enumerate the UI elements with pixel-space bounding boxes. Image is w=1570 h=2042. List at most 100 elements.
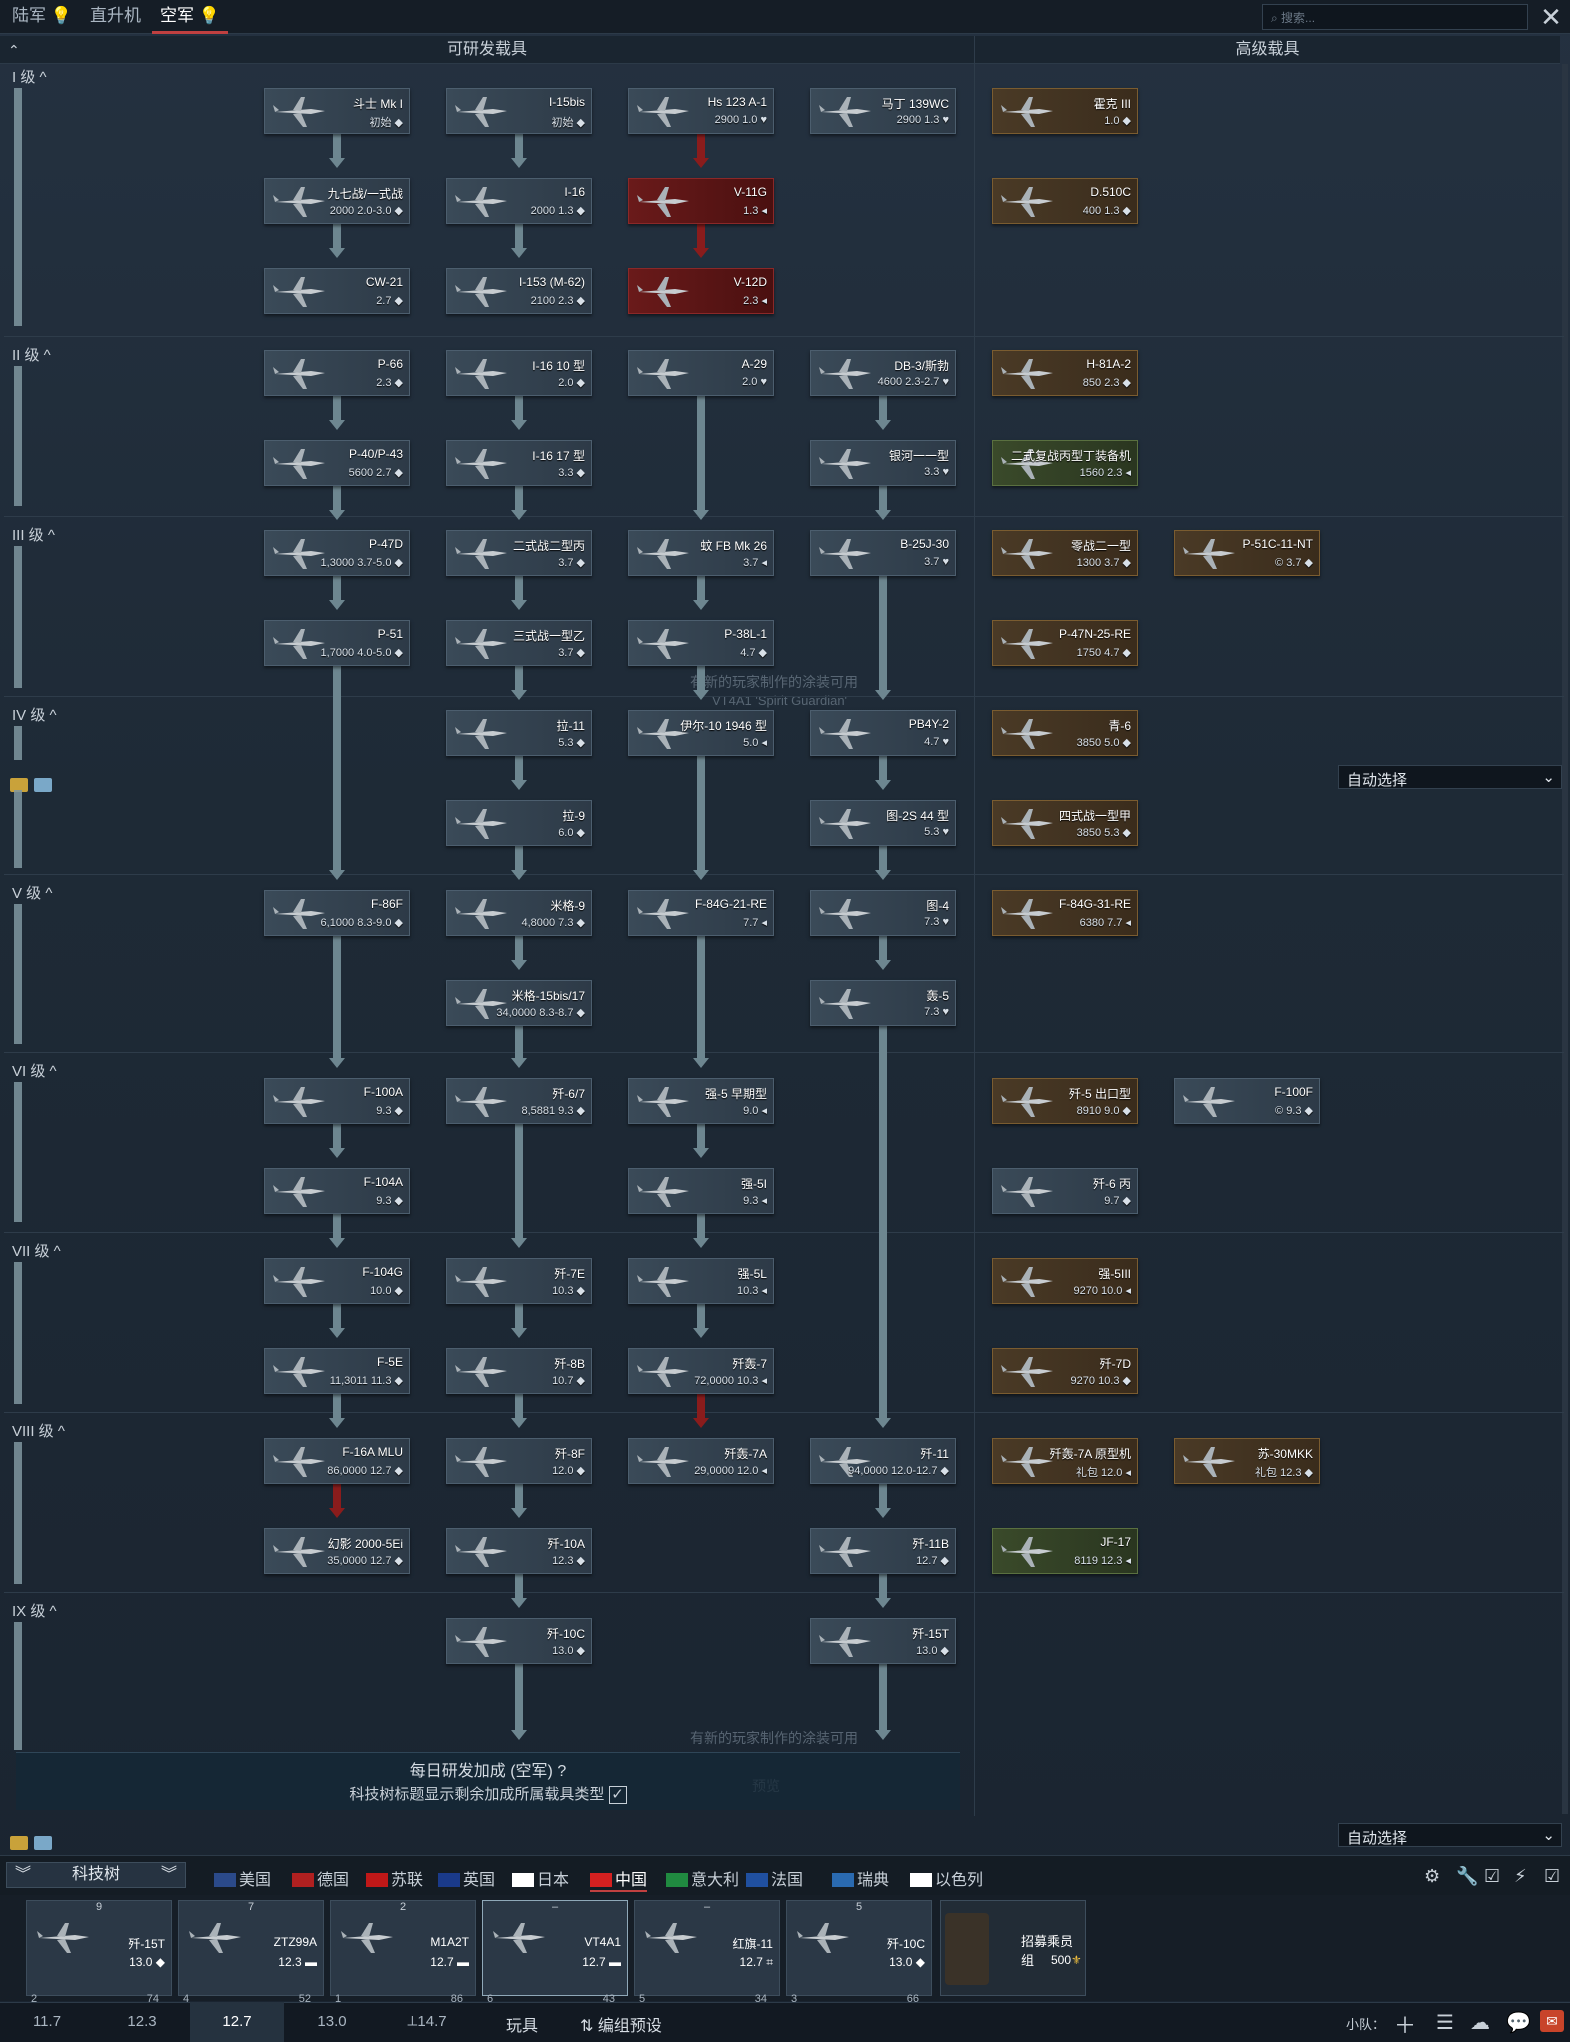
- vehicle-card[interactable]: P-51C-11-NT© 3.7 ◆: [1174, 530, 1320, 576]
- rank-label[interactable]: VIII 级 ^: [12, 1423, 65, 1440]
- auto-select-dropdown-2[interactable]: 自动选择⌄: [1338, 1823, 1562, 1847]
- toys-button[interactable]: 玩具: [506, 2018, 539, 2035]
- list-icon[interactable]: ☰: [1436, 2012, 1454, 2034]
- vehicle-card[interactable]: I-153 (M-62)2100 2.3 ◆: [446, 268, 592, 314]
- check-icon[interactable]: ☑: [1544, 1866, 1561, 1886]
- tab-helicopter[interactable]: 直升机: [90, 6, 141, 25]
- br-tab[interactable]: 11.7: [32, 2013, 62, 2030]
- gear-icon[interactable]: ⚙: [1424, 1866, 1441, 1886]
- tab-aviation[interactable]: 空军 💡: [152, 0, 228, 34]
- rank-label[interactable]: IX 级 ^: [12, 1603, 57, 1620]
- nation-tab[interactable]: 苏联: [366, 1866, 423, 1890]
- rank-label[interactable]: VII 级 ^: [12, 1243, 61, 1260]
- tech-tree-button[interactable]: ︾科技树︾: [6, 1862, 186, 1888]
- br-tab[interactable]: ⟂14.7: [407, 2013, 447, 2030]
- check-all-icon[interactable]: ☑: [1484, 1866, 1501, 1886]
- close-icon[interactable]: ✕: [1540, 2, 1562, 32]
- rank-label[interactable]: IV 级 ^: [12, 707, 57, 724]
- vehicle-card[interactable]: F-100F© 9.3 ◆: [1174, 1078, 1320, 1124]
- rank-label[interactable]: VI 级 ^: [12, 1063, 57, 1080]
- nation-tab[interactable]: 美国: [214, 1866, 271, 1890]
- rank-label[interactable]: I 级 ^: [12, 69, 47, 86]
- nation-tab[interactable]: 英国: [438, 1866, 495, 1890]
- checkbox-checked-icon[interactable]: ✓: [608, 1786, 627, 1804]
- chat-icon[interactable]: 💬: [1506, 2012, 1531, 2034]
- nation-tab[interactable]: 日本: [512, 1866, 569, 1890]
- repair-icon[interactable]: ⚡: [1514, 1866, 1527, 1886]
- auto-select-dropdown[interactable]: 自动选择⌄: [1338, 765, 1562, 789]
- wrench-icon[interactable]: 🔧: [1456, 1866, 1479, 1886]
- mail-icon[interactable]: ✉: [1540, 2010, 1564, 2032]
- br-tab[interactable]: 12.7: [190, 2002, 284, 2042]
- plus-icon[interactable]: ＋: [1394, 2013, 1417, 2038]
- vehicle-card[interactable]: 歼轰-7A 原型机礼包 12.0 ◂: [992, 1438, 1138, 1484]
- nation-tab[interactable]: 德国: [292, 1866, 349, 1890]
- br-tab[interactable]: 12.3: [127, 2013, 157, 2030]
- nation-tab[interactable]: 法国: [746, 1866, 803, 1890]
- nation-tab[interactable]: 以色列: [910, 1866, 983, 1890]
- presets-button[interactable]: ⇅ 编组预设: [580, 2018, 662, 2035]
- rank-label[interactable]: II 级 ^: [12, 347, 51, 364]
